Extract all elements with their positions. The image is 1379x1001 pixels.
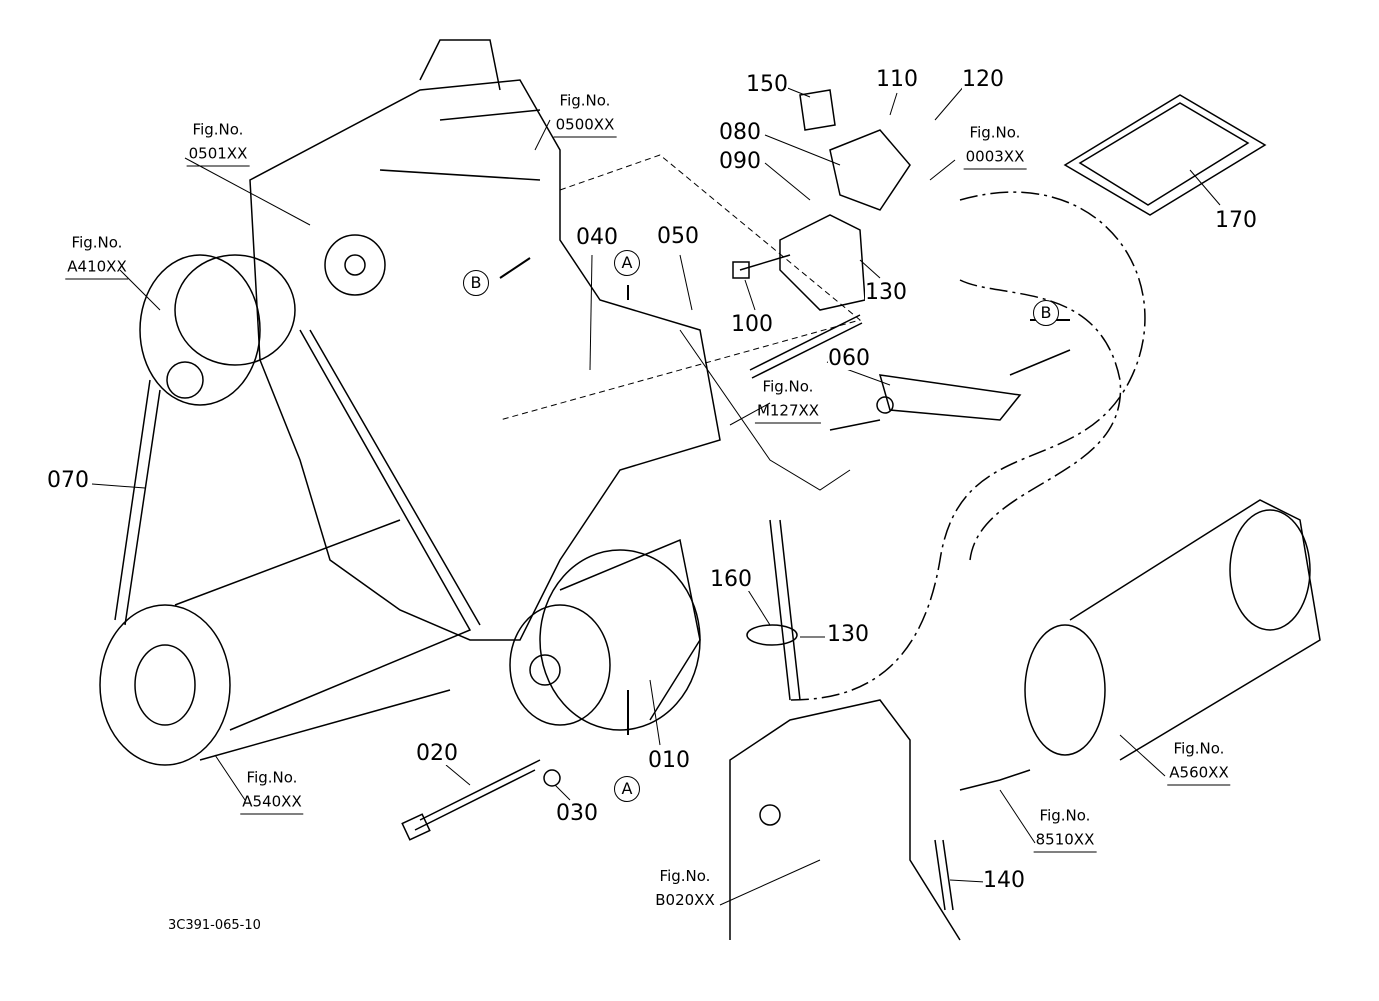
part-label-020: 020 xyxy=(416,741,458,766)
part-label-110: 110 xyxy=(876,67,918,92)
fig-ref-label: Fig.No. xyxy=(559,91,611,110)
engine-head xyxy=(379,39,541,181)
fig-ref-code[interactable]: 0501XX xyxy=(186,142,250,167)
view-marker-a-top: A xyxy=(614,250,640,276)
fig-ref-code[interactable]: A540XX xyxy=(240,790,304,815)
fig-ref-label: Fig.No. xyxy=(659,867,711,885)
part-label-010: 010 xyxy=(648,748,690,773)
starter-motor xyxy=(1024,624,1106,756)
lower-engine xyxy=(729,699,961,941)
view-marker-b-left: B xyxy=(463,270,489,296)
view-marker-a-bottom: A xyxy=(614,776,640,802)
fig-ref-code[interactable]: B020XX xyxy=(655,891,715,909)
water-pump-pulley xyxy=(324,234,386,296)
fig-ref-a540xx[interactable]: Fig.No. A540XX xyxy=(240,766,304,815)
part-label-120: 120 xyxy=(962,67,1004,92)
relay-080 xyxy=(829,129,911,211)
fig-ref-code[interactable]: 8510XX xyxy=(1033,828,1097,853)
part-label-060: 060 xyxy=(828,346,870,371)
document-id: 3C391-065-10 xyxy=(168,918,261,933)
fig-ref-label: Fig.No. xyxy=(969,123,1021,142)
fig-ref-label: Fig.No. xyxy=(192,120,244,139)
view-marker-b-right: B xyxy=(1033,300,1059,326)
fig-ref-0500xx[interactable]: Fig.No. 0500XX xyxy=(553,89,617,138)
wire-harness xyxy=(789,191,1146,701)
connector-150 xyxy=(799,89,836,131)
fig-ref-0003xx[interactable]: Fig.No. 0003XX xyxy=(963,121,1027,170)
fig-ref-0501xx[interactable]: Fig.No. 0501XX xyxy=(186,118,250,167)
fig-ref-label: Fig.No. xyxy=(762,377,814,396)
part-label-130-top: 130 xyxy=(865,280,907,305)
manual-170 xyxy=(1063,94,1267,216)
part-label-050: 050 xyxy=(657,224,699,249)
fig-ref-code[interactable]: M127XX xyxy=(754,399,822,424)
bolt-020 xyxy=(414,759,541,831)
part-label-090: 090 xyxy=(719,149,761,174)
part-label-140: 140 xyxy=(983,868,1025,893)
fig-ref-code[interactable]: 0003XX xyxy=(963,145,1027,170)
fig-ref-label: Fig.No. xyxy=(71,233,123,252)
fig-ref-label: Fig.No. xyxy=(246,768,298,787)
part-label-170: 170 xyxy=(1215,208,1257,233)
adjust-bracket-060 xyxy=(878,374,1022,421)
part-label-030: 030 xyxy=(556,801,598,826)
fan-pulley xyxy=(139,254,261,406)
plate-090 xyxy=(779,214,866,311)
part-label-160: 160 xyxy=(710,567,752,592)
v-belt xyxy=(114,329,481,731)
fig-ref-m127xx[interactable]: Fig.No. M127XX xyxy=(754,375,822,424)
part-label-150: 150 xyxy=(746,72,788,97)
fig-ref-label: Fig.No. xyxy=(1039,806,1091,825)
washer-030 xyxy=(543,769,561,787)
part-label-100: 100 xyxy=(731,312,773,337)
fig-ref-label: Fig.No. xyxy=(1173,739,1225,758)
part-label-070: 070 xyxy=(47,468,89,493)
fig-ref-code[interactable]: 0500XX xyxy=(553,113,617,138)
part-label-080: 080 xyxy=(719,120,761,145)
part-label-130-bottom: 130 xyxy=(827,622,869,647)
part-label-040: 040 xyxy=(576,225,618,250)
fig-ref-8510xx[interactable]: Fig.No. 8510XX xyxy=(1033,804,1097,853)
fig-ref-code[interactable]: A560XX xyxy=(1167,761,1231,786)
fig-ref-a560xx[interactable]: Fig.No. A560XX xyxy=(1167,737,1231,786)
fig-ref-code[interactable]: A410XX xyxy=(65,255,129,280)
fig-ref-a410xx[interactable]: Fig.No. A410XX xyxy=(65,231,129,280)
alternator xyxy=(509,604,611,726)
crank-pulley xyxy=(99,604,231,766)
fig-ref-b020xx[interactable]: Fig.No. B020XX xyxy=(653,864,716,912)
